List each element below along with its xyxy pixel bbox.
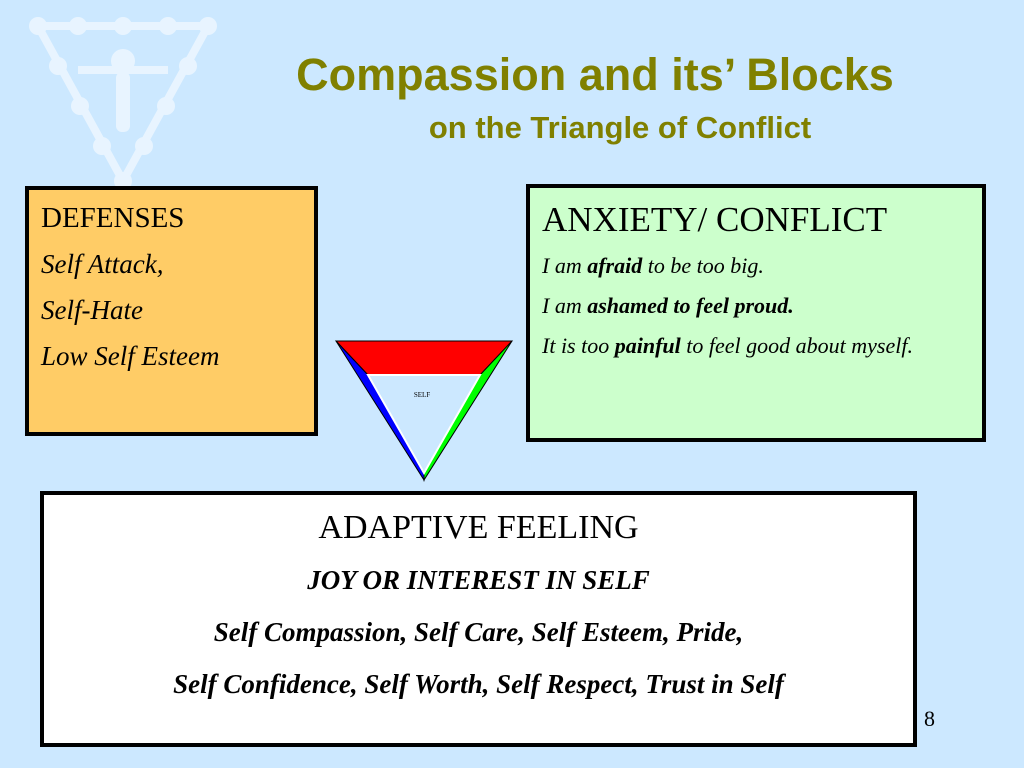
logo-triangle-figure-icon: [29, 17, 217, 190]
anxiety-heading: ANXIETY/ CONFLICT: [542, 200, 888, 239]
anxiety-line-1: I am afraid to be too big.: [542, 252, 970, 280]
emphasis: painful: [614, 333, 681, 358]
anxiety-line-3: It is too painful to feel good about mys…: [542, 332, 970, 360]
adaptive-line-2: Self Compassion, Self Care, Self Esteem,…: [213, 617, 744, 647]
adaptive-feeling-box: ADAPTIVE FEELING JOY OR INTEREST IN SELF…: [40, 491, 917, 747]
adaptive-heading: ADAPTIVE FEELING: [318, 509, 639, 546]
slide-subtitle: on the Triangle of Conflict: [428, 110, 812, 145]
text: I am: [542, 293, 588, 318]
triangle-inner-gap: [366, 374, 482, 476]
triangle-of-conflict-diagram: SELF: [334, 340, 514, 482]
defenses-item: Self-Hate: [41, 295, 143, 325]
slide-title: Compassion and its’ Blocks: [296, 49, 894, 100]
defenses-item: Low Self Esteem: [41, 341, 220, 371]
triangle-self-label: SELF: [414, 391, 430, 399]
page-number: 8: [924, 706, 935, 731]
anxiety-conflict-box: ANXIETY/ CONFLICT I am afraid to be too …: [526, 184, 986, 442]
defenses-box: DEFENSES Self Attack, Self-Hate Low Self…: [25, 186, 318, 436]
emphasis: ashamed to feel proud.: [587, 293, 794, 318]
text: to be too big.: [642, 253, 764, 278]
defenses-item: Self Attack,: [41, 249, 164, 279]
text: I am: [542, 253, 588, 278]
text: It is too: [542, 333, 615, 358]
adaptive-line-3: Self Confidence, Self Worth, Self Respec…: [173, 669, 784, 699]
defenses-heading: DEFENSES: [41, 202, 185, 234]
emphasis: afraid: [587, 253, 643, 278]
adaptive-line-1: JOY OR INTEREST IN SELF: [307, 565, 650, 595]
anxiety-line-2: I am ashamed to feel proud.: [542, 292, 970, 320]
text: to feel good about myself.: [680, 333, 913, 358]
